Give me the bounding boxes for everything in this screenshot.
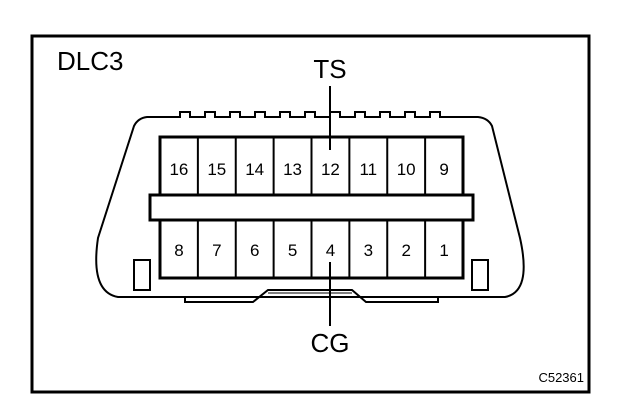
figure-title: DLC3 [57,46,123,76]
pin-label-4: 4 [326,241,335,260]
pin-label-6: 6 [250,241,259,260]
pin-label-13: 13 [283,160,302,179]
pin-label-1: 1 [439,241,448,260]
pin-label-3: 3 [364,241,373,260]
connector-key-notch [184,289,439,303]
pin-label-15: 15 [207,160,226,179]
right-latch [471,259,489,291]
pin-label-16: 16 [169,160,188,179]
callout-cg-label: CG [311,328,350,358]
figure-frame [30,34,591,394]
pin-label-14: 14 [245,160,264,179]
pin-label-2: 2 [401,241,410,260]
figure-code: C52361 [538,370,584,385]
callout-ts-label: TS [313,54,346,84]
pin-label-9: 9 [439,160,448,179]
left-latch [133,259,151,291]
pin-labels: 16 15 14 13 12 11 10 9 8 7 6 5 4 3 2 1 [169,160,448,260]
center-separator-bar [148,193,475,222]
pin-dividers [196,137,427,278]
pin-label-10: 10 [397,160,416,179]
pin-label-12: 12 [321,160,340,179]
pin-label-11: 11 [359,160,377,179]
pin-label-7: 7 [212,241,221,260]
pin-label-5: 5 [288,241,297,260]
pin-label-8: 8 [174,241,183,260]
connector-housing [95,111,525,298]
